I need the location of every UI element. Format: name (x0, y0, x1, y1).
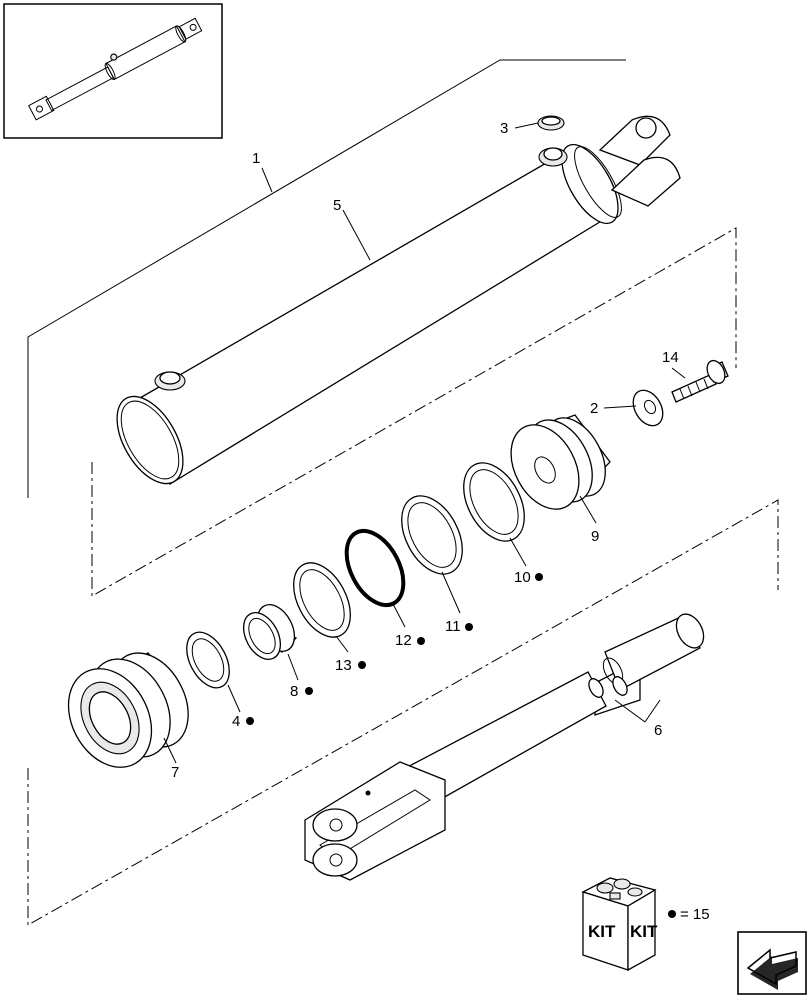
rod-part-6 (304, 613, 705, 881)
assembly-bracket (27, 59, 626, 498)
next-page-button[interactable] (737, 931, 807, 995)
callout-7: 7 (171, 764, 179, 781)
kit-box-text-right: KIT (630, 922, 658, 941)
seal-part-10 (463, 462, 525, 542)
kit-dot-4 (246, 717, 254, 725)
callout-1: 1 (252, 150, 260, 167)
kit-legend-equals: = 15 (680, 906, 710, 923)
callout-6: 6 (654, 722, 662, 739)
kit-box-icon: KIT KIT (581, 877, 658, 972)
inset-overview (3, 3, 223, 139)
callout-labels: 1 2 3 4 5 6 7 8 9 10 11 12 13 14 (171, 120, 679, 781)
cylinder-barrel (116, 115, 681, 485)
callout-11: 11 (445, 618, 461, 635)
ring-part-11 (401, 495, 463, 575)
kit-legend-dot (668, 910, 676, 918)
kit-dot-11 (465, 623, 473, 631)
piston-part-9 (510, 414, 611, 510)
callout-13: 13 (335, 657, 352, 674)
callout-12: 12 (395, 632, 412, 649)
arrow-right-icon (746, 948, 798, 990)
ring-part-13 (293, 562, 351, 638)
callout-9: 9 (591, 528, 599, 545)
kit-dot-10 (535, 573, 543, 581)
kit-dot-8 (305, 687, 313, 695)
alignment-lines (27, 227, 779, 926)
wiper-part-4 (186, 631, 230, 689)
o-ring-part-12 (344, 528, 406, 608)
kit-legend: KIT KIT = 15 (581, 877, 710, 972)
kit-dot-13 (358, 661, 366, 669)
kit-dot-12 (417, 637, 425, 645)
leader-lines (163, 122, 686, 764)
plug-part-3 (537, 115, 565, 131)
callout-3: 3 (500, 120, 508, 137)
washer-part-2 (632, 389, 664, 427)
kit-box-text-left: KIT (588, 922, 616, 941)
callout-4: 4 (232, 713, 240, 730)
bolt-part-14 (671, 359, 729, 403)
callout-10: 10 (514, 569, 531, 586)
gland-part-7 (67, 652, 189, 768)
callout-14: 14 (662, 349, 679, 366)
callout-2: 2 (590, 400, 598, 417)
bushing-part-8 (242, 604, 298, 660)
callout-8: 8 (290, 683, 298, 700)
callout-5: 5 (333, 197, 341, 214)
